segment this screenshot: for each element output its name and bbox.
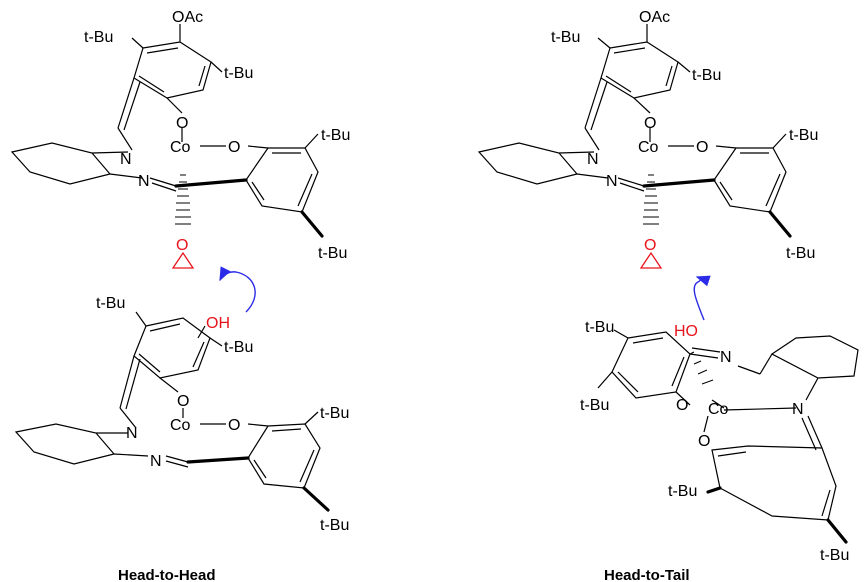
oxygen-label: O [698,433,710,450]
oxygen-label: O [644,115,656,132]
upper-co-salen-left: t-Bu OAc t-Bu O N Co O t-Bu N t-Bu O [10,9,350,269]
tbu-label: t-Bu [224,65,253,82]
tbu-label: t-Bu [789,127,818,144]
tbu-label: t-Bu [224,339,253,356]
upper-co-salen-right: t-Bu OAc t-Bu O N Co O t-Bu N t-Bu O [477,9,818,269]
oac-label: OAc [172,9,203,26]
head-to-tail-panel: t-Bu OAc t-Bu O N Co O t-Bu N t-Bu O [477,9,859,582]
nitrogen-label: N [138,173,150,190]
tbu-label: t-Bu [580,397,609,414]
nitrogen-label: N [126,425,138,442]
co-epoxide-hash-right [643,174,659,225]
cobalt-label: Co [170,139,191,156]
epoxide-oxygen-label: O [176,237,188,254]
tbu-label: t-Bu [786,245,815,262]
nitrogen-label: N [587,151,599,168]
nitrogen-label: N [720,349,732,366]
nucleophilic-attack-arrow [693,275,711,321]
nitrogen-label: N [120,151,132,168]
tbu-label: t-Bu [321,127,350,144]
tbu-label: t-Bu [96,295,125,312]
oxygen-label: O [228,417,240,434]
oxygen-label: O [696,139,708,156]
tbu-label: t-Bu [551,29,580,46]
epoxide-left [171,251,195,269]
head-to-head-caption: Head-to-Head [118,567,216,582]
cobalt-label: Co [708,401,729,418]
epoxide-oxygen-label: O [644,237,656,254]
oxygen-label: O [176,115,188,132]
nitrogen-label: N [606,173,618,190]
cobalt-label: Co [170,417,191,434]
oxygen-label: O [676,397,688,414]
nucleophilic-attack-arrow [219,266,256,313]
tbu-label: t-Bu [320,405,349,422]
hydroxyl-label: HO [674,323,698,340]
epoxide-right [639,251,663,269]
tbu-label: t-Bu [820,547,849,564]
tbu-label: t-Bu [318,245,347,262]
head-to-head-panel: t-Bu OAc t-Bu O N Co O t-Bu N t-Bu O [10,9,350,582]
ho-hash [689,351,714,385]
nitrogen-label: N [150,453,162,470]
tbu-label: t-Bu [668,483,697,500]
tbu-label: t-Bu [84,29,113,46]
head-to-tail-caption: Head-to-Tail [604,567,690,582]
nitrogen-label: N [792,401,804,418]
hydroxyl-label: OH [206,315,230,332]
oac-label: OAc [639,9,670,26]
oxygen-label: O [228,139,240,156]
cobalt-label: Co [638,139,659,156]
co-epoxide-hash-left [175,174,191,225]
lower-co-salen-right: t-Bu HO N t-Bu O Co N O t-Bu t-Bu [580,319,859,564]
oxygen-label: O [177,393,189,410]
tbu-label: t-Bu [692,67,721,84]
lower-co-salen-left: t-Bu OH t-Bu O N Co O t-Bu N t-Bu [14,295,349,534]
tbu-label: t-Bu [320,517,349,534]
tbu-label: t-Bu [585,319,614,336]
